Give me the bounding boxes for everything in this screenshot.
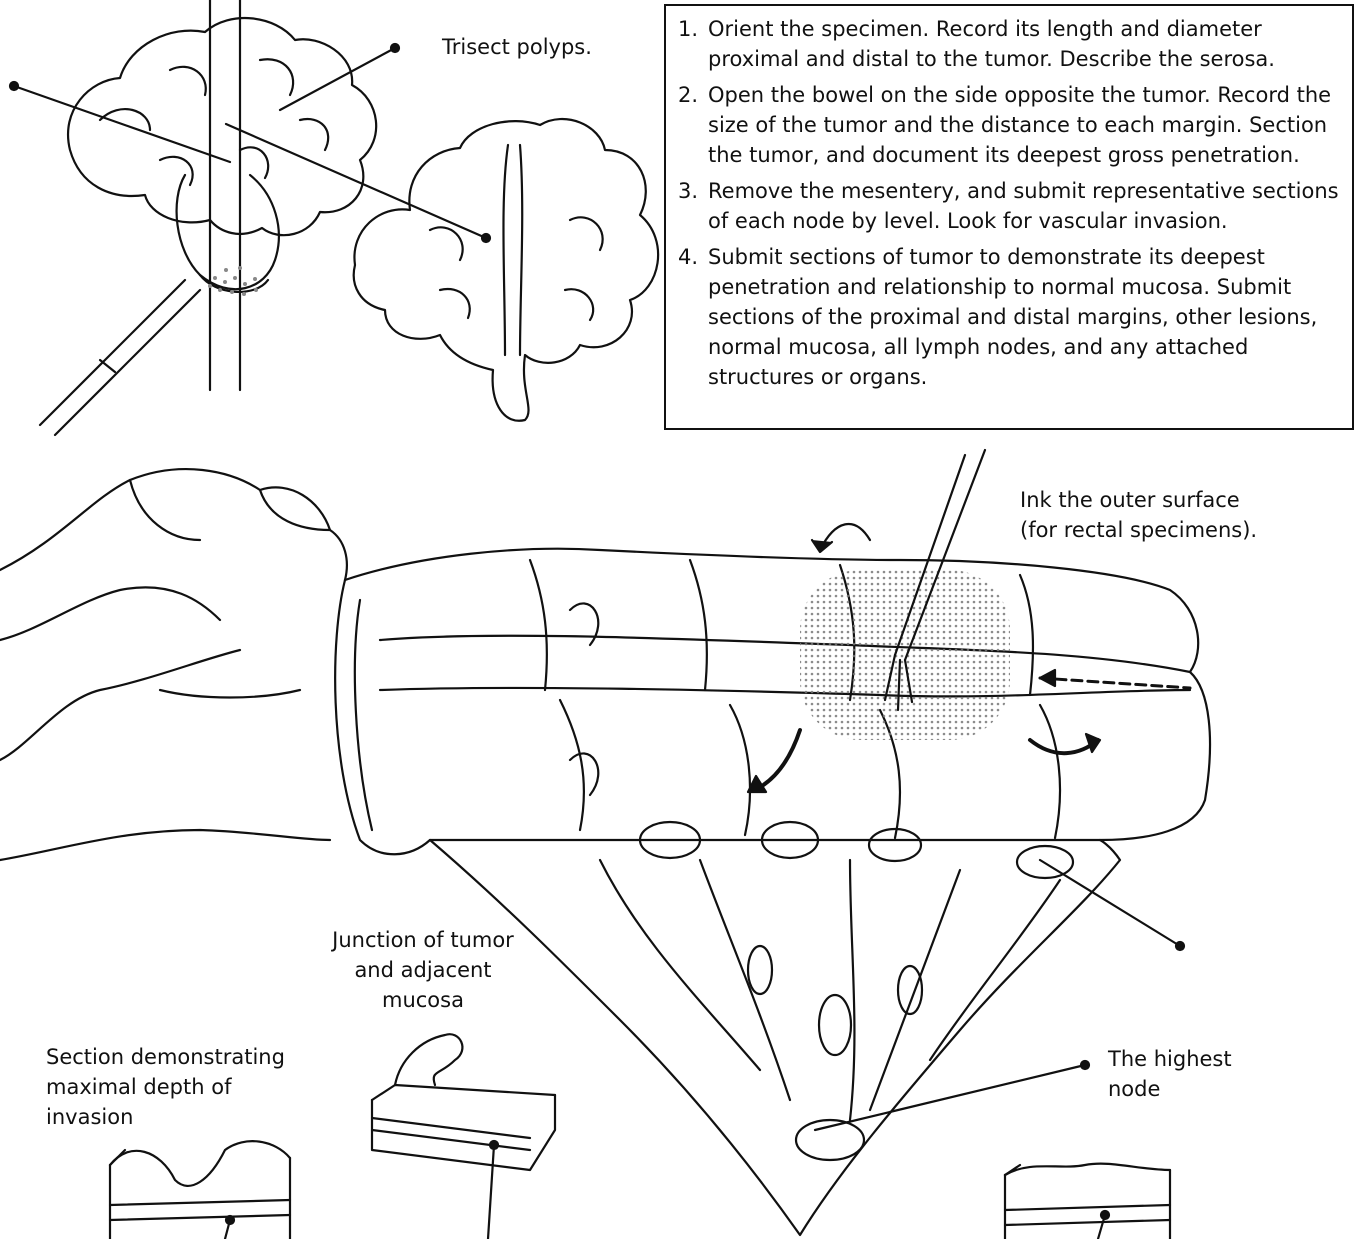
- step-item: 4. Submit sections of tumor to demonstra…: [678, 242, 1342, 392]
- hand: [0, 468, 348, 862]
- bisected-polyp: [352, 117, 660, 422]
- step-item: 2. Open the bowel on the side opposite t…: [678, 80, 1342, 170]
- step-item: 3. Remove the mesentery, and submit repr…: [678, 176, 1342, 236]
- trisect-polyps-label: Trisect polyps.: [442, 35, 592, 59]
- block-normal: [1003, 1162, 1172, 1239]
- polyp-stipple: [208, 266, 258, 296]
- step-text: Submit sections of tumor to demonstrate …: [708, 245, 1318, 389]
- step-number: 2.: [678, 83, 699, 107]
- block-depth: [108, 1140, 292, 1239]
- step-item: 1. Orient the specimen. Record its lengt…: [678, 14, 1342, 74]
- step-text: Open the bowel on the side opposite the …: [708, 83, 1332, 167]
- mesentery: [428, 820, 1122, 1237]
- colon: [334, 547, 1212, 856]
- ink-area: [800, 570, 1010, 740]
- step-number: 3.: [678, 179, 699, 203]
- step-number: 1.: [678, 17, 699, 41]
- ink-outer-surface-label: Ink the outer surface (for rectal specim…: [1020, 488, 1258, 542]
- instructions-box: 1. Orient the specimen. Record its lengt…: [664, 4, 1354, 430]
- step-number: 4.: [678, 245, 699, 269]
- step-text: Remove the mesentery, and submit represe…: [708, 179, 1339, 233]
- highest-node-label: The highest node: [1108, 1047, 1232, 1101]
- block-junction: [370, 1033, 557, 1239]
- steps-list: 1. Orient the specimen. Record its lengt…: [678, 14, 1342, 392]
- junction-label: Junction of tumor and adjacent mucosa: [332, 928, 514, 1012]
- polyp-illustration: [38, 0, 378, 437]
- section-depth-label: Section demonstrating maximal depth of i…: [46, 1045, 285, 1129]
- step-text: Orient the specimen. Record its length a…: [708, 17, 1275, 71]
